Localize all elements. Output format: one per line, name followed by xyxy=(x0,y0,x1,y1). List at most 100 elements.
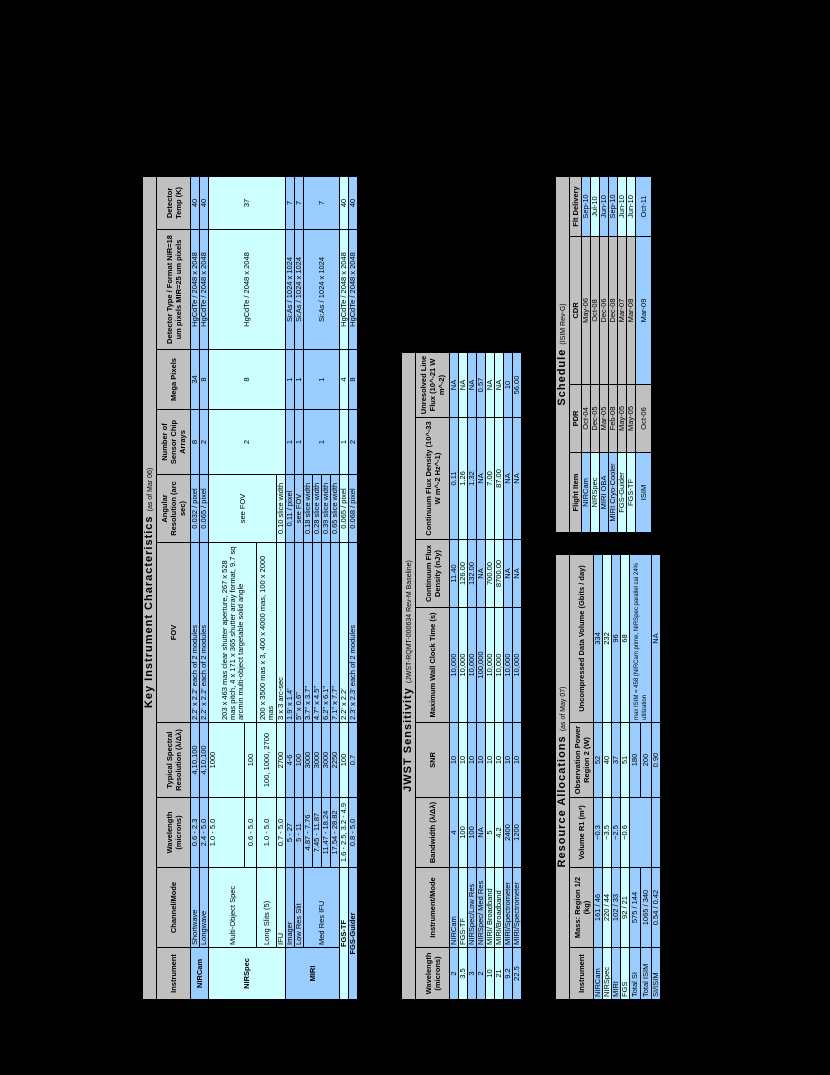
table-cell: 10 xyxy=(449,722,459,798)
table-cell: 37 xyxy=(208,176,286,230)
table-cell: 0.54 / 0.42 xyxy=(651,867,661,948)
table-cell: 10,000 xyxy=(512,607,522,723)
table-cell: 100 xyxy=(339,722,349,798)
table-cell: Jun-10 xyxy=(599,176,609,237)
table-cell: ~3.5 xyxy=(602,797,612,868)
col-header: Continuum Flux Density (nJy) xyxy=(415,539,450,608)
table-cell: 0.6 - 2.3 xyxy=(190,797,200,868)
table-cell: 4,10,100 xyxy=(199,722,209,798)
table-cell: 100 xyxy=(294,722,304,798)
table-cell: NA xyxy=(476,797,486,868)
col-header: Bandwidth (λ/Δλ) xyxy=(415,797,450,868)
table-cell: 7.45 - 11.87 xyxy=(312,797,322,868)
table-cell: 126.00 xyxy=(458,539,468,608)
table-cell: 34 xyxy=(190,349,200,410)
table-cell: 40 xyxy=(190,176,200,230)
table-cell: FGS xyxy=(620,947,630,1000)
table-cell: 2 xyxy=(449,947,459,1000)
table-cell: 0.032 / pixel xyxy=(190,474,200,543)
table-cell: 220 / 44 xyxy=(602,867,612,948)
table-cell: 0.39 slice width xyxy=(321,474,331,543)
table-cell: 96 xyxy=(611,554,621,723)
table-cell: 1.0 - 5.0 xyxy=(256,797,277,868)
table-cell: HgCdTe / 2048 x 2048 xyxy=(339,229,349,350)
table-cell: Dec-08 xyxy=(608,236,618,385)
table-cell: Dec-05 xyxy=(590,384,600,453)
table-cell: (as of Mar 06) xyxy=(146,467,154,512)
table-cell: Long Slits (5) xyxy=(256,867,277,948)
table-cell: NIRSpec/Low Res xyxy=(467,867,477,948)
table-cell: HgCdTe / 2048 x 2048 xyxy=(190,229,200,350)
resource-allocations-table: Resource Allocations (as of May 07) Inst… xyxy=(555,554,661,1000)
table-cell: Oct-04 xyxy=(581,384,591,453)
table-cell: Mar-08 xyxy=(626,236,636,385)
table-cell: NIRCam xyxy=(190,947,209,1000)
table-cell: 102 / 33 xyxy=(611,867,621,948)
table-cell: 3.5 xyxy=(458,947,468,1000)
table-cell: Low Res Slit xyxy=(294,867,304,948)
table-cell: 1 xyxy=(294,349,304,410)
table-cell: NIRSpec/ Med Res xyxy=(476,867,486,948)
table-cell: 6.2" x 6.1" xyxy=(321,542,331,723)
table-cell: 0.065 / pixel xyxy=(339,474,349,543)
table-cell: 100 xyxy=(244,722,257,798)
table-cell: Mar-07 xyxy=(617,236,627,385)
table-cell: 3000 xyxy=(321,722,331,798)
col-header: CDR xyxy=(569,236,582,385)
table-cell: MIRI/Spectrometer xyxy=(503,867,513,948)
table-cell: 11.40 xyxy=(449,539,459,608)
col-header: Observation Power Region 2 (W) xyxy=(569,722,594,798)
table-cell: NA xyxy=(449,352,459,418)
table-row: NIRCam Shortwave 0.6 - 2.3 4,10,100 2.2'… xyxy=(190,176,209,1000)
table-cell: 700.00 xyxy=(485,539,495,608)
table-cell: HgCdTe / 2048 x 2048 xyxy=(348,229,358,350)
table-cell: 3.7" x 3.7" xyxy=(303,542,313,723)
table-cell: 100,000 xyxy=(476,607,486,723)
table-cell: 7 xyxy=(285,176,295,230)
table-cell: NA xyxy=(512,417,522,540)
table-cell: 2 xyxy=(348,409,358,475)
table-cell: 0.7 xyxy=(348,722,358,798)
table-cell: 10 xyxy=(503,722,513,798)
table-cell: 92 / 21 xyxy=(620,867,630,948)
table-cell: SI/ISIM xyxy=(651,947,661,1000)
table-row: MIRI Imager 5 - 27 4-6 1.9' x 1.4' 0.11 … xyxy=(285,176,340,1000)
table-cell: May-06 xyxy=(581,236,591,385)
table-cell: 0.57 xyxy=(476,352,486,418)
table-cell: 8 xyxy=(348,349,358,410)
table-cell: 7.00 xyxy=(485,417,495,540)
table-cell: 100, 1000, 2700 xyxy=(256,722,277,798)
table-cell: Total SI xyxy=(629,947,641,1000)
col-header: Wavelength (microns) xyxy=(415,947,450,1000)
table-cell: MIRI/Spectrometer xyxy=(512,867,522,948)
table-cell: 10,000 xyxy=(467,607,477,723)
table-cell: 1 xyxy=(339,409,349,475)
table-cell: MIRI/ Broadband xyxy=(485,867,495,948)
table-cell: 4 xyxy=(339,349,349,410)
table-cell: NIRSpec xyxy=(208,947,286,1000)
table-cell: NA xyxy=(503,539,513,608)
table-cell: 203 x 463 mas clear shutter aperture, 26… xyxy=(208,542,257,723)
col-header: Instrument xyxy=(569,947,594,1000)
table-cell: Imager xyxy=(285,867,295,948)
col-header: Flight Item xyxy=(569,452,582,533)
table-cell: IFU xyxy=(276,867,286,948)
table-cell: 4.87 - 7.76 xyxy=(303,797,313,868)
table-cell: 4 xyxy=(449,797,459,868)
table-cell: (JWST-RQMT-000634 Rev-M Baseline) xyxy=(405,560,413,684)
col-header: Instrument/Mode xyxy=(415,867,450,948)
table-cell: see FOV xyxy=(294,474,304,543)
table-cell: 1 xyxy=(285,409,295,475)
table-cell: (as of May 07) xyxy=(559,686,567,732)
table-cell: 4,10,100 xyxy=(190,722,200,798)
table-cell: ~2.5 xyxy=(611,797,621,868)
table-cell: Sep-10 xyxy=(608,176,618,237)
table-cell: Shortwave xyxy=(190,867,200,948)
table-cell: 0.90 xyxy=(651,722,661,798)
